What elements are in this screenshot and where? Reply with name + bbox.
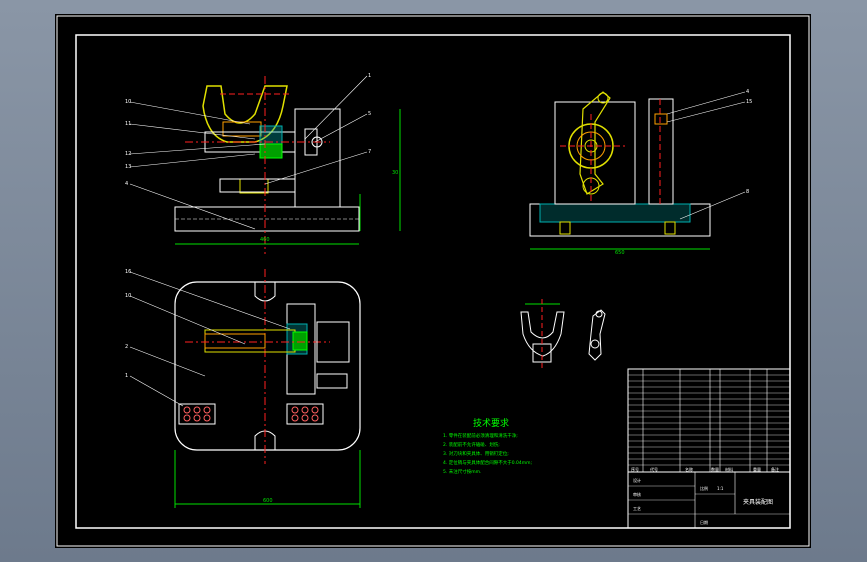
balloon-side-8: 8 [746,189,749,195]
outer-frame [56,15,810,547]
top-view: 600 16 10 2 1 [125,269,361,508]
title-label-design: 设计 [633,477,641,483]
bom-header-qty: 数量 [711,466,719,472]
dim-front-width: 460 [260,237,270,243]
dim-front-height: 30 [392,170,398,176]
note-4: 4. 定位销与夹具体配合间隙不大于0.04mm; [443,459,532,466]
balloon-12: 12 [125,151,131,157]
title-label-scale: 比例 [700,485,708,491]
note-5: 5. 未注尺寸按mm. [443,468,481,475]
balloon-side-4: 4 [746,89,749,95]
title-scale-value: 1:1 [717,486,724,491]
bom-header-weight: 重量 [753,466,761,472]
locating-block-left [178,403,216,425]
balloon-top-10: 10 [125,293,131,299]
notes-title: 技术要求 [473,417,509,429]
workpiece-fork [202,85,288,143]
bom-header-material: 材料 [725,466,733,472]
balloon-4: 4 [125,181,128,187]
cad-viewport[interactable]: 460 30 10 11 12 13 4 1 5 7 [55,14,811,548]
side-view: 650 4 15 8 [529,89,752,256]
bom-header-name: 名称 [685,466,693,472]
balloon-13: 13 [125,164,131,170]
balloon-10: 10 [125,99,131,105]
dim-top-width: 600 [263,498,273,504]
bom-header-code: 代号 [650,466,658,472]
front-view: 460 30 10 11 12 13 4 1 5 7 [125,73,401,254]
dim-side-width: 650 [615,250,625,256]
assembly-drawing: 460 30 10 11 12 13 4 1 5 7 [56,15,810,547]
balloon-top-1: 1 [125,373,128,379]
bom-table: 序号 代号 名称 数量 材料 重量 备注 [627,368,791,473]
drawing-title: 夹具装配图 [743,498,773,506]
balloon-top-2: 2 [125,344,128,350]
note-1: 1. 零件在装配前必须清理和清洗干净; [443,432,518,439]
balloon-side-15: 15 [746,99,752,105]
locating-block-right [286,403,324,425]
balloon-1: 1 [368,73,371,79]
title-block: 夹具装配图 设计 审核 工艺 比例 1:1 日期 [627,471,791,529]
technical-notes: 技术要求 1. 零件在装配前必须清理和清洗干净; 2. 装配前不允许磕碰、划伤;… [443,417,532,475]
title-label-process: 工艺 [633,506,641,511]
note-3: 3. 对刀块和夹具体、用销钉定位; [443,450,509,457]
note-2: 2. 装配前不允许磕碰、划伤; [443,441,500,448]
balloon-11: 11 [125,121,131,127]
workpiece-detail [520,299,606,369]
inner-frame [75,34,791,529]
bom-header-remark: 备注 [771,466,779,472]
bom-header-index: 序号 [631,466,639,472]
title-label-date: 日期 [700,519,708,525]
balloon-7: 7 [368,149,371,155]
balloon-top-16: 16 [125,269,131,275]
balloon-5: 5 [368,111,371,117]
title-label-review: 审核 [633,491,641,497]
